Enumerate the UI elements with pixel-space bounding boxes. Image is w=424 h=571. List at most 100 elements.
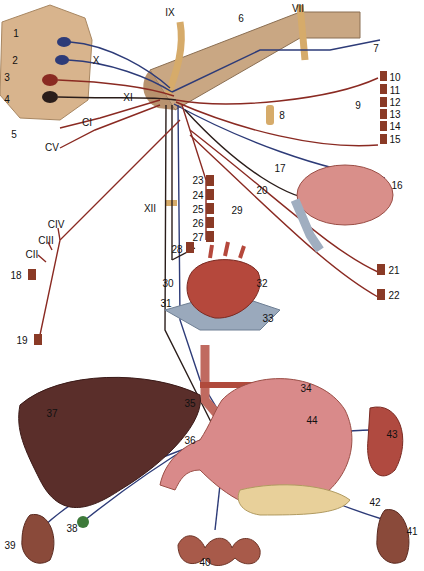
nucleus bbox=[57, 37, 71, 47]
nerve bbox=[172, 40, 380, 92]
marker-square bbox=[34, 334, 42, 345]
nerve-label: CI bbox=[82, 117, 92, 128]
callout-number: 32 bbox=[256, 278, 267, 289]
callout-number: 24 bbox=[192, 190, 203, 201]
callout-number: 9 bbox=[355, 100, 361, 111]
marker-square bbox=[380, 97, 387, 107]
temporal-bone bbox=[150, 12, 360, 110]
nerve-label: IX bbox=[165, 7, 174, 18]
callout-number: 13 bbox=[389, 109, 400, 120]
callout-number: 16 bbox=[391, 180, 402, 191]
nerve-xii bbox=[165, 200, 177, 206]
spleen bbox=[368, 407, 403, 476]
nerve-label: XII bbox=[144, 203, 156, 214]
marker-square bbox=[206, 217, 214, 228]
marker-square bbox=[186, 242, 194, 253]
larynx bbox=[297, 165, 393, 225]
nucleus bbox=[42, 74, 58, 86]
marker-square bbox=[380, 84, 387, 94]
trachea-upper bbox=[295, 200, 320, 250]
pancreas bbox=[238, 485, 350, 515]
callout-number: 39 bbox=[4, 540, 15, 551]
great-vessels bbox=[210, 242, 244, 258]
heart bbox=[187, 260, 260, 319]
nerve-label: CIV bbox=[48, 219, 65, 230]
callout-number: 30 bbox=[162, 278, 173, 289]
callout-number: 2 bbox=[12, 55, 18, 66]
callout-number: 14 bbox=[389, 121, 400, 132]
nucleus bbox=[42, 91, 58, 103]
nerve bbox=[68, 60, 172, 92]
marker-square bbox=[380, 109, 387, 119]
nerve-label: CIII bbox=[38, 235, 54, 246]
callout-number: 44 bbox=[306, 415, 317, 426]
callout-number: 43 bbox=[386, 429, 397, 440]
marker-square bbox=[206, 203, 214, 214]
callout-number: 15 bbox=[389, 134, 400, 145]
nerve-label: X bbox=[93, 55, 100, 66]
callout-number: 40 bbox=[199, 557, 210, 568]
callout-number: 7 bbox=[373, 43, 379, 54]
marker-square bbox=[380, 134, 387, 144]
nerve bbox=[182, 105, 206, 240]
nerve-label: CII bbox=[26, 249, 39, 260]
marker-square bbox=[206, 175, 214, 186]
kidney-right bbox=[377, 510, 409, 564]
callout-number: 22 bbox=[388, 290, 399, 301]
nucleus bbox=[55, 55, 69, 65]
ganglion bbox=[266, 105, 274, 125]
nerve bbox=[38, 228, 60, 262]
marker-square bbox=[206, 231, 214, 242]
callout-number: 1 bbox=[13, 28, 19, 39]
medulla-section bbox=[0, 5, 92, 120]
callout-number: 11 bbox=[390, 85, 400, 96]
callout-number: 33 bbox=[262, 313, 273, 324]
callout-number: 35 bbox=[184, 398, 195, 409]
callout-number: 29 bbox=[231, 205, 242, 216]
nerve bbox=[176, 102, 378, 146]
callout-number: 12 bbox=[389, 97, 400, 108]
marker-square bbox=[380, 71, 387, 81]
callout-number: 28 bbox=[171, 244, 182, 255]
marker-square bbox=[377, 264, 385, 275]
callout-number: 17 bbox=[274, 163, 285, 174]
callout-number: 41 bbox=[406, 526, 417, 537]
nerve-label: CV bbox=[45, 142, 59, 153]
gallbladder bbox=[77, 516, 89, 528]
kidney-left bbox=[22, 514, 54, 563]
marker-square bbox=[28, 269, 36, 280]
callout-number: 8 bbox=[279, 110, 285, 121]
callout-number: 23 bbox=[192, 175, 203, 186]
callout-number: 38 bbox=[66, 523, 77, 534]
callout-number: 3 bbox=[4, 72, 10, 83]
marker-square bbox=[380, 121, 387, 131]
nerve bbox=[60, 105, 160, 148]
callout-number: 4 bbox=[4, 94, 10, 105]
marker-square bbox=[206, 189, 214, 200]
marker-square bbox=[377, 289, 385, 300]
nerve-label: XI bbox=[123, 92, 132, 103]
liver bbox=[19, 377, 201, 507]
callout-number: 26 bbox=[192, 218, 203, 229]
callout-number: 6 bbox=[238, 13, 244, 24]
nerve bbox=[176, 78, 378, 104]
callout-number: 34 bbox=[300, 383, 311, 394]
callout-number: 19 bbox=[16, 335, 27, 346]
intestine bbox=[178, 536, 260, 566]
callout-number: 27 bbox=[192, 232, 203, 243]
callout-number: 25 bbox=[192, 204, 203, 215]
callout-number: 31 bbox=[160, 298, 171, 309]
callout-number: 20 bbox=[256, 185, 267, 196]
nerve-label: VII bbox=[292, 3, 304, 14]
callout-number: 18 bbox=[10, 270, 21, 281]
callout-number: 5 bbox=[11, 129, 17, 140]
callout-number: 36 bbox=[184, 435, 195, 446]
nerve bbox=[58, 97, 176, 100]
callout-number: 10 bbox=[389, 72, 400, 83]
nerve bbox=[40, 120, 180, 335]
nerve bbox=[58, 80, 174, 96]
nerve-ix bbox=[168, 22, 181, 95]
callout-number: 37 bbox=[46, 408, 57, 419]
